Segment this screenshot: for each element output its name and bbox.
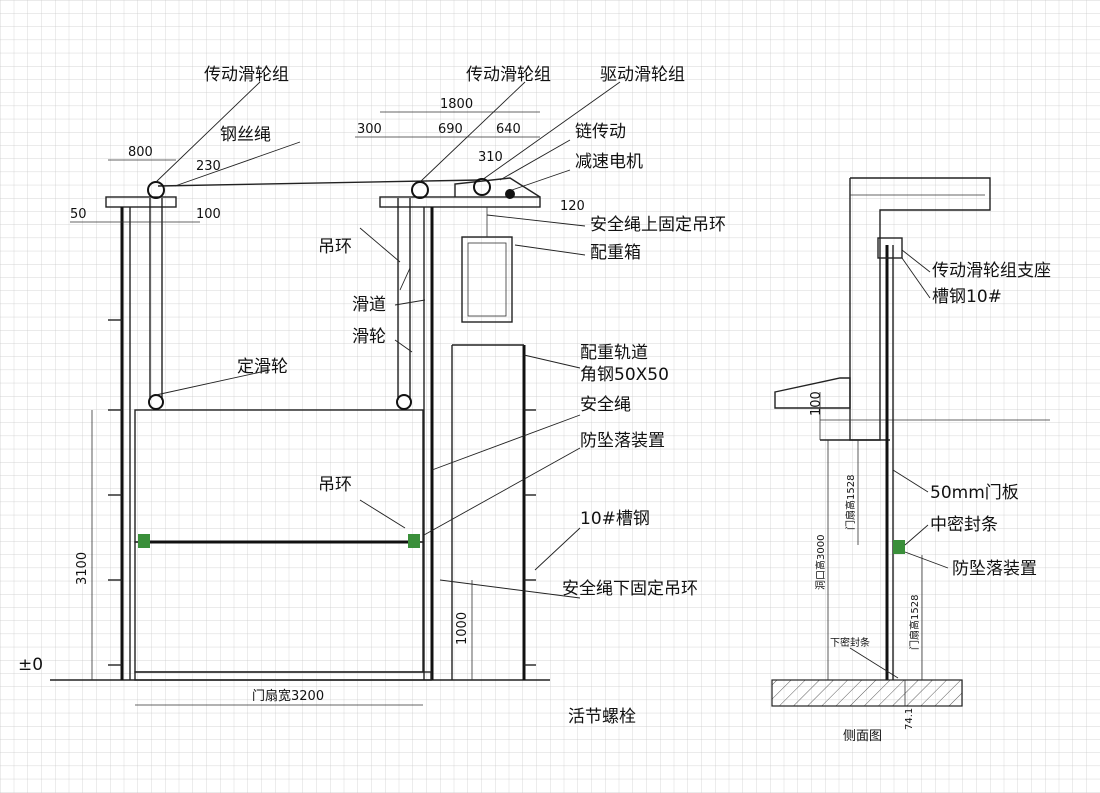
fixed-pulley-right	[396, 394, 412, 410]
mid-top-beam	[379, 196, 541, 208]
label-channel-steel: 10#槽钢	[580, 509, 650, 529]
side-label-bottom-seal: 下密封条	[830, 636, 870, 649]
door-bottom-sill	[134, 671, 432, 681]
dim-3100: 3100	[75, 552, 90, 585]
label-fixed-pulley: 定滑轮	[237, 357, 288, 377]
side-dim-leaf-bottom: 门扇高1528	[908, 595, 921, 650]
side-dim-100: 100	[809, 391, 824, 416]
side-view-title: 侧面图	[843, 729, 882, 744]
side-label-door-plate: 50mm门板	[930, 483, 1019, 503]
label-lifting-ring-mid: 吊环	[318, 475, 352, 495]
side-view: 100 门扇高1528 洞口高3000 门扇高1528 74.1 传动滑轮组支座…	[771, 177, 1051, 744]
label-drive-pulley-left: 传动滑轮组	[204, 65, 289, 85]
label-pulley: 滑轮	[352, 327, 386, 347]
label-safety-rope-bottom-ring: 安全绳下固定吊环	[562, 579, 698, 599]
dim-100: 100	[196, 207, 221, 222]
dim-640: 640	[496, 122, 521, 137]
dim-230: 230	[196, 159, 221, 174]
dim-door-width: 门扇宽3200	[252, 688, 324, 704]
front-dimension-lines	[70, 111, 540, 706]
label-safety-rope-top-ring: 安全绳上固定吊环	[590, 215, 726, 235]
label-reducer-motor: 减速电机	[575, 152, 643, 172]
side-ledge	[774, 377, 851, 409]
label-counterweight-box: 配重箱	[590, 243, 641, 263]
label-counterweight-track: 配重轨道	[580, 343, 648, 363]
label-live-bolt: 活节螺栓	[568, 707, 636, 727]
dim-50: 50	[70, 207, 87, 222]
label-anti-fall: 防坠落装置	[580, 431, 665, 451]
wire-rope-top	[157, 179, 481, 187]
side-ground	[771, 679, 963, 707]
front-view: ±0	[18, 65, 726, 727]
motor-frame	[454, 177, 541, 198]
left-anchor-bolts	[108, 319, 122, 666]
dim-300: 300	[357, 122, 382, 137]
side-label-anti-fall: 防坠落装置	[952, 559, 1037, 579]
driving-pulley	[473, 178, 491, 196]
anti-fall-left	[138, 534, 150, 548]
reducer-motor	[505, 189, 515, 199]
side-label-mid-seal: 中密封条	[930, 515, 998, 535]
side-dim-opening: 洞口高3000	[814, 535, 827, 590]
left-top-beam	[105, 196, 177, 208]
dim-800: 800	[128, 145, 153, 160]
front-leader-lines	[155, 81, 621, 599]
dim-690: 690	[438, 122, 463, 137]
label-driving-pulley: 驱动滑轮组	[600, 65, 685, 85]
side-dimension-lines	[819, 392, 923, 706]
side-pulley-support	[877, 237, 903, 259]
dim-120: 120	[560, 199, 585, 214]
ground-level-label: ±0	[18, 655, 43, 675]
side-label-pulley-support: 传动滑轮组支座	[932, 261, 1051, 281]
side-anti-fall	[893, 540, 905, 554]
label-chain-drive: 链传动	[575, 122, 626, 142]
anti-fall-right	[408, 534, 420, 548]
label-wire-rope: 钢丝绳	[220, 125, 271, 145]
counterweight-box-inner	[467, 242, 507, 317]
track-anchor-bolts	[524, 409, 536, 666]
label-lifting-ring-top: 吊环	[318, 237, 352, 257]
label-drive-pulley-mid: 传动滑轮组	[466, 65, 551, 85]
dim-1800: 1800	[440, 97, 473, 112]
side-dim-leaf-top: 门扇高1528	[844, 475, 857, 530]
dim-1000: 1000	[455, 612, 470, 645]
label-angle-steel: 角钢50X50	[580, 365, 669, 385]
label-safety-rope: 安全绳	[580, 395, 631, 415]
label-slide-way: 滑道	[352, 295, 386, 315]
dim-310: 310	[478, 150, 503, 165]
side-leader-lines	[849, 249, 949, 679]
side-label-channel-steel: 槽钢10#	[932, 287, 1002, 307]
side-dim-74: 74.1	[904, 708, 915, 730]
